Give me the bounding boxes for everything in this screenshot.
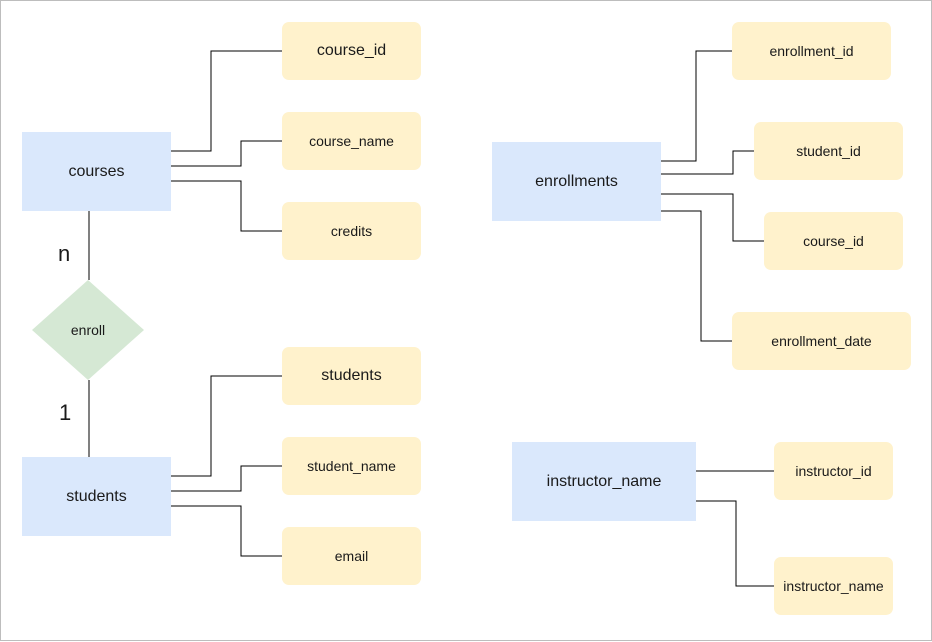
attribute-student-name[interactable]: student_name: [282, 437, 421, 495]
attribute-course-name[interactable]: course_name: [282, 112, 421, 170]
attribute-students[interactable]: students: [282, 347, 421, 405]
relationship-label[interactable]: enroll: [70, 322, 106, 338]
connector-enrollments-enrollment-date: [661, 210, 732, 342]
connector-students-email: [171, 505, 282, 557]
entity-enrollments[interactable]: enrollments: [492, 142, 661, 221]
attribute-email[interactable]: email: [282, 527, 421, 585]
attribute-course-id[interactable]: course_id: [282, 22, 421, 80]
entity-instructor-name[interactable]: instructor_name: [512, 442, 696, 521]
attribute-enrollment-id[interactable]: enrollment_id: [732, 22, 891, 80]
cardinality-1-label: 1: [59, 400, 72, 425]
entity-students[interactable]: students: [22, 457, 171, 536]
relationship-diamond: [32, 280, 144, 380]
connector-courses-course-id: [171, 50, 282, 152]
attribute-instructor-name[interactable]: instructor_name: [774, 557, 893, 615]
connector-students-students: [171, 375, 282, 477]
attribute-enrollment-course-id[interactable]: course_id: [764, 212, 903, 270]
entity-courses[interactable]: courses: [22, 132, 171, 211]
attribute-credits[interactable]: credits: [282, 202, 421, 260]
connector-students-student-name: [171, 465, 282, 492]
connector-enrollments-student-id: [661, 150, 754, 175]
attribute-enrollment-date[interactable]: enrollment_date: [732, 312, 911, 370]
connector-enrollments-course-id: [661, 193, 764, 242]
attribute-instructor-id[interactable]: instructor_id: [774, 442, 893, 500]
connector-courses-course-name: [171, 140, 282, 167]
connector-enrollments-enrollment-id: [661, 50, 732, 162]
connector-courses-credits: [171, 180, 282, 232]
attribute-enrollment-student-id[interactable]: student_id: [754, 122, 903, 180]
cardinality-n-label: n: [58, 241, 71, 266]
connector-instructor-instructor-name: [696, 500, 774, 587]
